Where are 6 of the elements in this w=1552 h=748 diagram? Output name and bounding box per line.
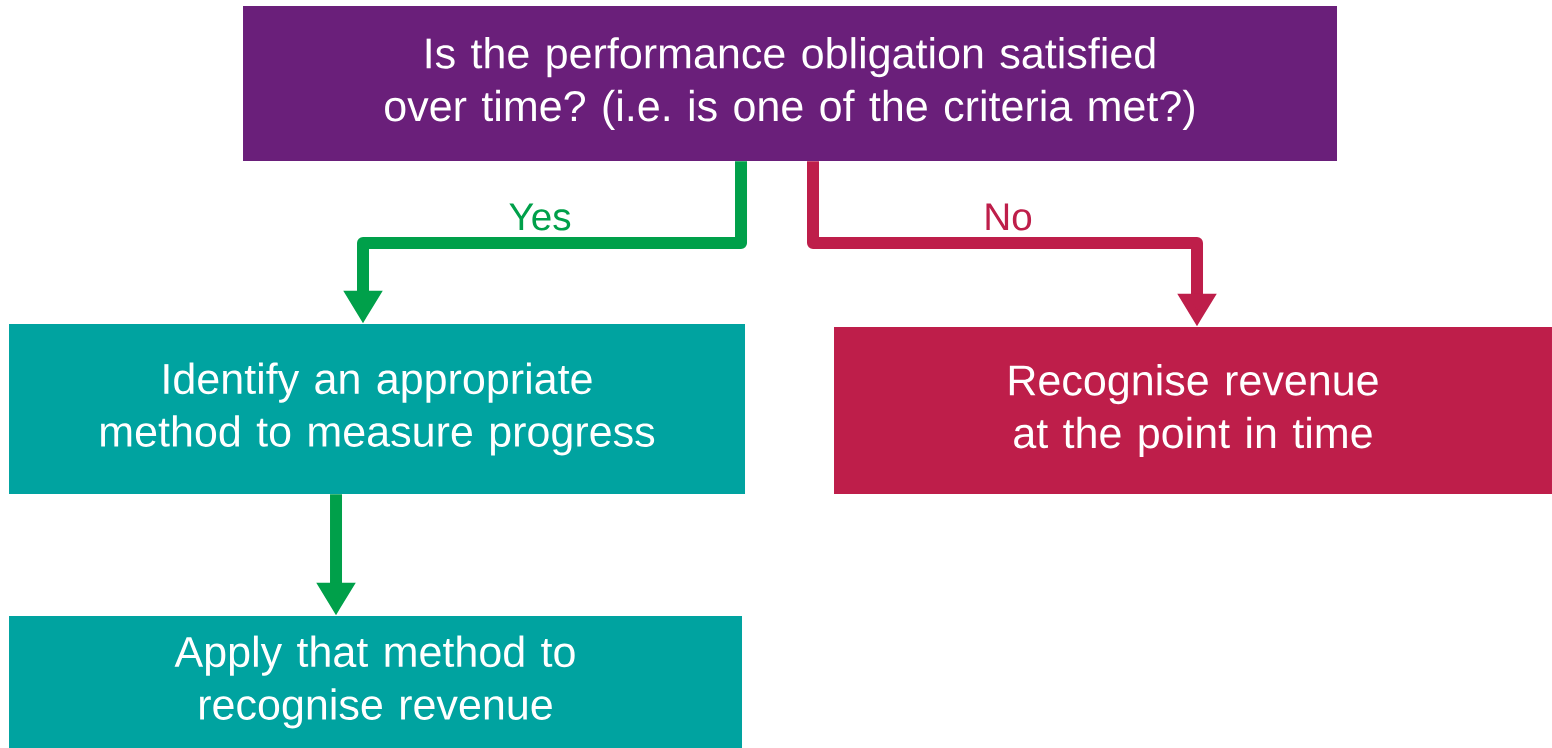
- process-box: Apply that method to recognise revenue: [9, 616, 742, 748]
- question-box: Is the performance obligation satisfied over time? (i.e. is one of the criteria met?): [243, 6, 1337, 161]
- process-box: Recognise revenue at the point in time: [834, 327, 1552, 494]
- edge-label: No: [981, 201, 1035, 233]
- edge-label: Yes: [506, 201, 574, 233]
- process-box: Identify an appropriate method to measure progress: [9, 324, 745, 494]
